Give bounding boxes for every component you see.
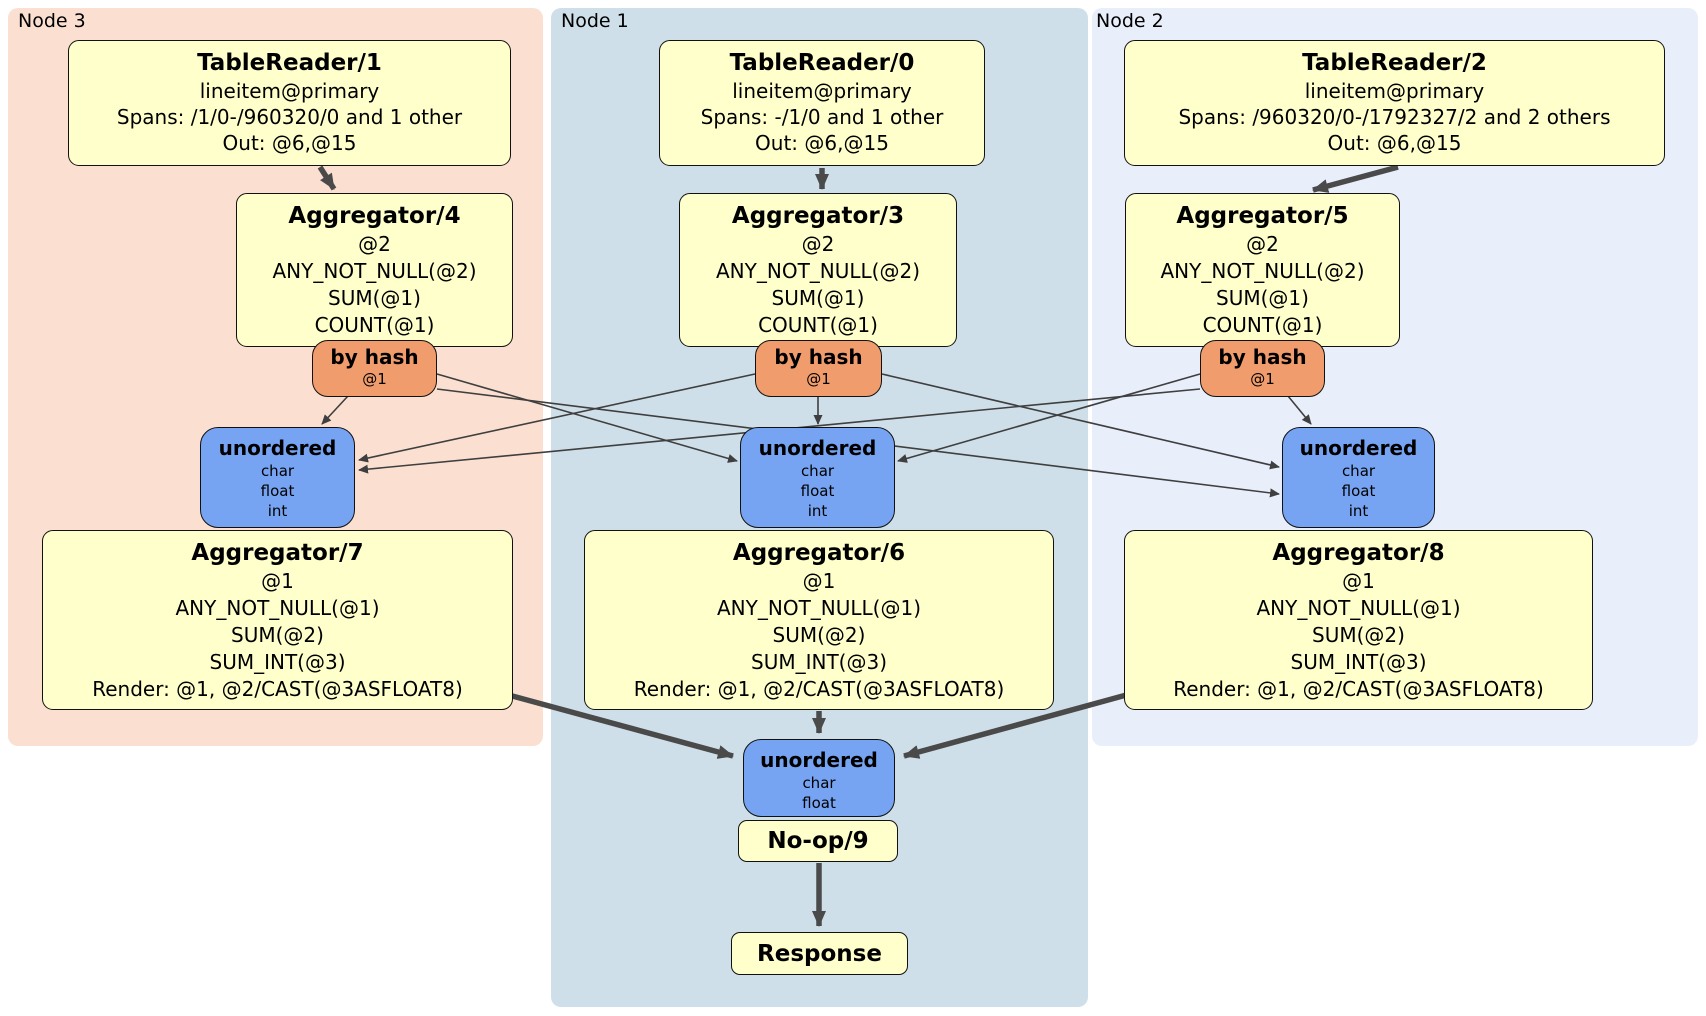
processor-detail: ANY_NOT_NULL(@1) xyxy=(175,596,380,620)
processor-detail: Spans: -/1/0 and 1 other xyxy=(700,105,944,129)
sync-column-type: char xyxy=(1341,462,1376,480)
sync-title: unordered xyxy=(1299,436,1418,460)
processor-detail: SUM(@2) xyxy=(1312,623,1405,647)
processor-detail: @1 xyxy=(1342,569,1375,593)
processor-detail: Out: @6,@15 xyxy=(222,131,357,155)
processor-title: Aggregator/5 xyxy=(1176,203,1349,229)
processor-title: Aggregator/3 xyxy=(731,203,905,229)
processor-detail: Render: @1, @2/CAST(@3ASFLOAT8) xyxy=(633,677,1005,701)
sync-unordered-final: unordered char float xyxy=(743,739,895,817)
processor-detail: Spans: /1/0-/960320/0 and 1 other xyxy=(116,105,463,129)
processor-title: Aggregator/4 xyxy=(288,203,461,229)
sync-column-type: char xyxy=(802,774,836,792)
processor-detail: Render: @1, @2/CAST(@3ASFLOAT8) xyxy=(1173,677,1544,701)
sync-column-type: char xyxy=(260,462,295,480)
processor-aggregator-3: Aggregator/3 @2 ANY_NOT_NULL(@2) SUM(@1)… xyxy=(679,193,957,347)
processor-title: Aggregator/7 xyxy=(191,540,364,566)
router-by-hash-node1: by hash @1 xyxy=(755,340,882,397)
processor-noop-9: No-op/9 xyxy=(738,820,898,862)
processor-detail: SUM(@1) xyxy=(1216,286,1309,310)
processor-detail: lineitem@primary xyxy=(732,79,912,103)
processor-detail: @2 xyxy=(801,232,835,256)
processor-title: Aggregator/6 xyxy=(732,540,906,566)
sync-column-type: float xyxy=(260,482,295,500)
router-key: @1 xyxy=(806,370,831,388)
processor-detail: ANY_NOT_NULL(@2) xyxy=(716,259,920,283)
processor-detail: SUM(@1) xyxy=(328,286,421,310)
processor-detail: Render: @1, @2/CAST(@3ASFLOAT8) xyxy=(92,677,463,701)
response-node: Response xyxy=(731,932,908,975)
node1-label: Node 1 xyxy=(561,10,629,32)
processor-detail: SUM(@1) xyxy=(771,286,865,310)
sync-unordered-node1: unordered char float int xyxy=(740,427,895,528)
processor-title: No-op/9 xyxy=(767,828,869,854)
processor-tablereader-1: TableReader/1 lineitem@primary Spans: /1… xyxy=(68,40,511,166)
router-key: @1 xyxy=(362,370,387,388)
sync-column-type: int xyxy=(267,502,288,520)
node3-label: Node 3 xyxy=(18,10,86,32)
router-title: by hash xyxy=(1218,345,1307,369)
processor-detail: ANY_NOT_NULL(@1) xyxy=(1256,596,1461,620)
sync-column-type: float xyxy=(1341,482,1376,500)
processor-detail: SUM(@2) xyxy=(772,623,866,647)
processor-detail: Out: @6,@15 xyxy=(1327,131,1462,155)
processor-title: Response xyxy=(757,940,882,967)
processor-detail: lineitem@primary xyxy=(1304,79,1485,103)
processor-detail: ANY_NOT_NULL(@1) xyxy=(717,596,921,620)
processor-detail: lineitem@primary xyxy=(199,79,380,103)
processor-tablereader-2: TableReader/2 lineitem@primary Spans: /9… xyxy=(1124,40,1665,166)
processor-title: TableReader/0 xyxy=(729,50,915,76)
router-by-hash-node3: by hash @1 xyxy=(312,340,437,397)
processor-aggregator-5: Aggregator/5 @2 ANY_NOT_NULL(@2) SUM(@1)… xyxy=(1125,193,1400,347)
router-key: @1 xyxy=(1250,370,1275,388)
processor-detail: SUM(@2) xyxy=(231,623,324,647)
sync-column-type: char xyxy=(800,462,835,480)
processor-detail: ANY_NOT_NULL(@2) xyxy=(1160,259,1365,283)
processor-title: TableReader/2 xyxy=(1302,50,1487,76)
processor-title: TableReader/1 xyxy=(197,50,382,76)
processor-aggregator-4: Aggregator/4 @2 ANY_NOT_NULL(@2) SUM(@1)… xyxy=(236,193,513,347)
processor-detail: SUM_INT(@3) xyxy=(1290,650,1427,674)
processor-detail: SUM_INT(@3) xyxy=(751,650,887,674)
sync-column-type: float xyxy=(802,794,836,812)
sync-column-type: int xyxy=(1348,502,1369,520)
processor-detail: COUNT(@1) xyxy=(314,313,435,337)
sync-column-type: float xyxy=(800,482,835,500)
sync-title: unordered xyxy=(758,436,877,460)
router-by-hash-node2: by hash @1 xyxy=(1200,340,1325,397)
processor-detail: ANY_NOT_NULL(@2) xyxy=(272,259,477,283)
processor-detail: @2 xyxy=(358,232,391,256)
sync-unordered-node3: unordered char float int xyxy=(200,427,355,528)
node2-label: Node 2 xyxy=(1096,10,1164,32)
router-title: by hash xyxy=(774,345,863,369)
processor-detail: COUNT(@1) xyxy=(1202,313,1323,337)
processor-aggregator-8: Aggregator/8 @1 ANY_NOT_NULL(@1) SUM(@2)… xyxy=(1124,530,1593,710)
processor-detail: @1 xyxy=(261,569,294,593)
processor-detail: @2 xyxy=(1246,232,1279,256)
processor-detail: SUM_INT(@3) xyxy=(209,650,346,674)
processor-detail: Out: @6,@15 xyxy=(755,131,889,155)
processor-detail: COUNT(@1) xyxy=(758,313,878,337)
sync-title: unordered xyxy=(218,436,337,460)
sync-column-type: int xyxy=(807,502,828,520)
processor-detail: @1 xyxy=(802,569,836,593)
processor-detail: Spans: /960320/0-/1792327/2 and 2 others xyxy=(1178,105,1611,129)
processor-tablereader-0: TableReader/0 lineitem@primary Spans: -/… xyxy=(659,40,985,166)
processor-title: Aggregator/8 xyxy=(1272,540,1445,566)
sync-unordered-node2: unordered char float int xyxy=(1282,427,1435,528)
router-title: by hash xyxy=(330,345,419,369)
processor-aggregator-6: Aggregator/6 @1 ANY_NOT_NULL(@1) SUM(@2)… xyxy=(584,530,1054,710)
processor-aggregator-7: Aggregator/7 @1 ANY_NOT_NULL(@1) SUM(@2)… xyxy=(42,530,513,710)
sync-title: unordered xyxy=(760,748,878,772)
